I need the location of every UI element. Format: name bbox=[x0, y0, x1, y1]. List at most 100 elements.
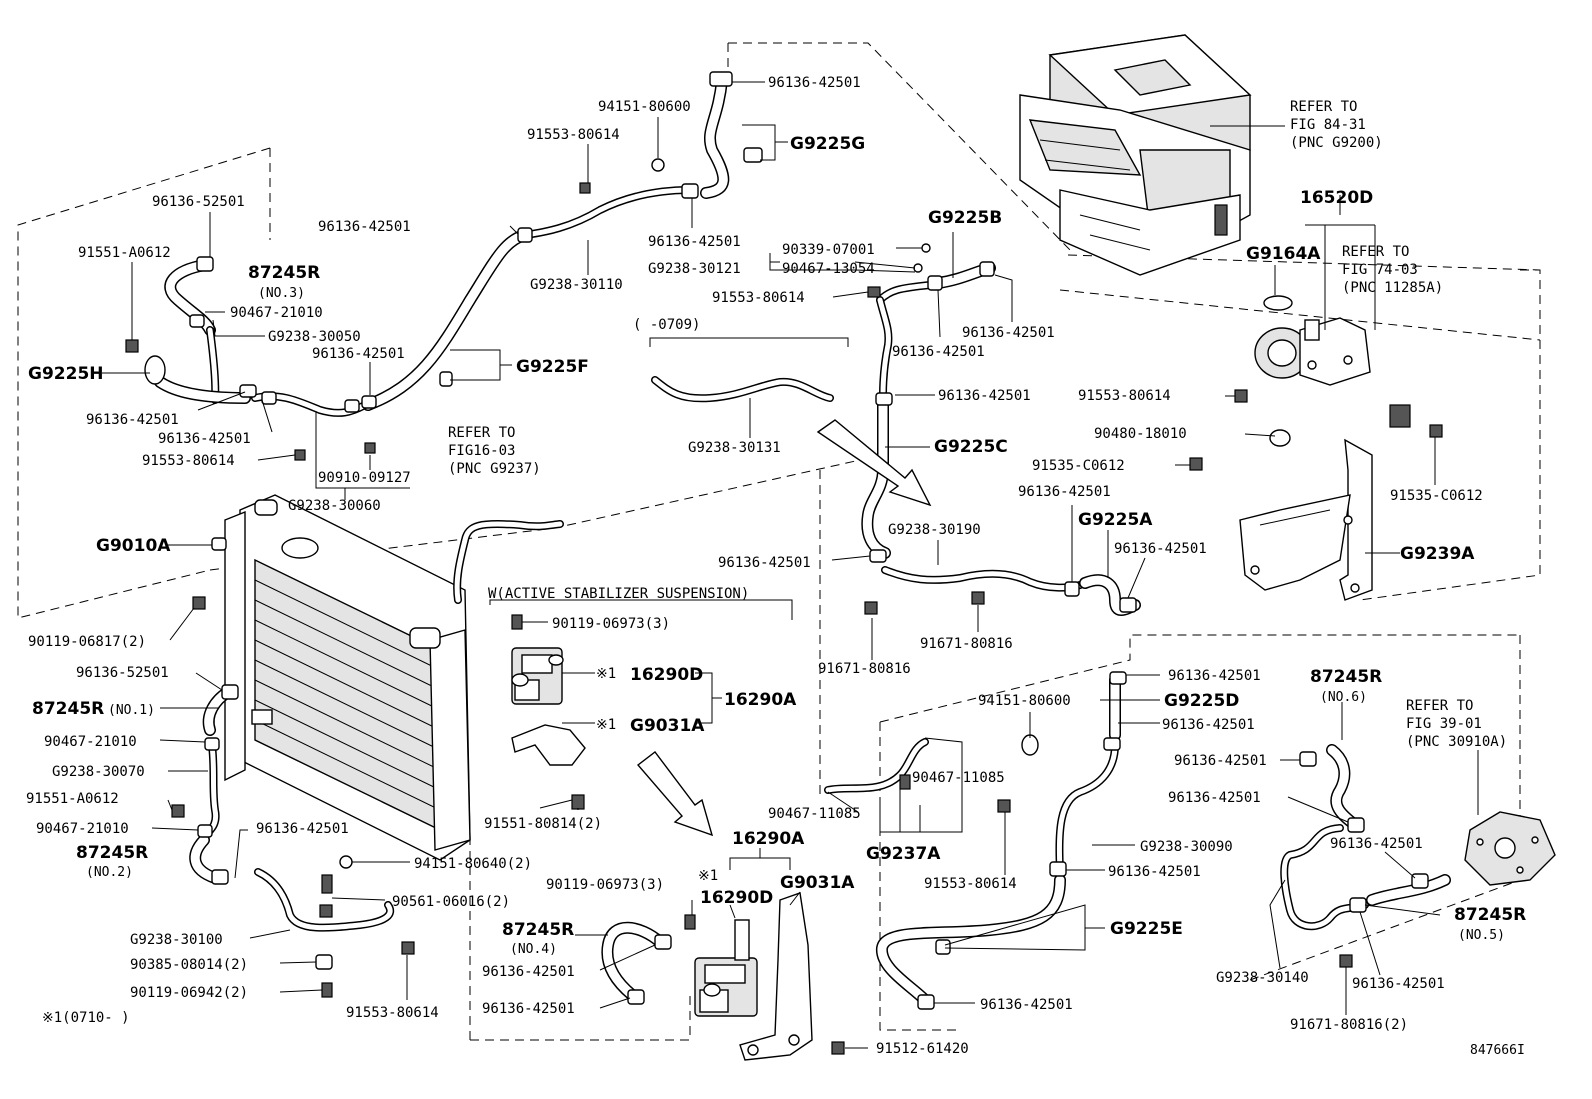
label-g9031a[interactable]: G9031A bbox=[630, 716, 705, 736]
label-g9239a[interactable]: G9239A bbox=[1400, 544, 1475, 564]
label-90480-18010[interactable]: 90480-18010 bbox=[1094, 426, 1187, 442]
label-g9225d[interactable]: G9225D bbox=[1164, 691, 1239, 711]
label-g9225f[interactable]: G9225F bbox=[516, 357, 589, 377]
label-g9238-30050[interactable]: G9238-30050 bbox=[268, 329, 361, 345]
label-90910-09127[interactable]: 90910-09127 bbox=[318, 470, 411, 486]
label-91512-61420[interactable]: 91512-61420 bbox=[876, 1041, 969, 1057]
label-91553-80614[interactable]: 91553-80614 bbox=[1078, 388, 1171, 404]
label-g9238-30140[interactable]: G9238-30140 bbox=[1216, 970, 1309, 986]
label-94151-80600[interactable]: 94151-80600 bbox=[978, 693, 1071, 709]
label-90467-11085[interactable]: 90467-11085 bbox=[768, 806, 861, 822]
label-96136-42501[interactable]: 96136-42501 bbox=[768, 75, 861, 91]
label-96136-42501[interactable]: 96136-42501 bbox=[256, 821, 349, 837]
label-g9238-30070[interactable]: G9238-30070 bbox=[52, 764, 145, 780]
label-87245r-no5[interactable]: 87245R bbox=[1454, 905, 1526, 925]
label-g9225g[interactable]: G9225G bbox=[790, 134, 865, 154]
label-91551-a0612[interactable]: 91551-A0612 bbox=[26, 791, 119, 807]
radiator-g9010a[interactable] bbox=[224, 494, 471, 861]
label-96136-42501[interactable]: 96136-42501 bbox=[312, 346, 405, 362]
label-91671-80816[interactable]: 91671-80816 bbox=[920, 636, 1013, 652]
label-91535-c0612[interactable]: 91535-C0612 bbox=[1032, 458, 1125, 474]
label-90561-06016[interactable]: 90561-06016(2) bbox=[392, 894, 510, 910]
label-g9238-30090[interactable]: G9238-30090 bbox=[1140, 839, 1233, 855]
label-90119-06973[interactable]: 90119-06973(3) bbox=[546, 877, 664, 893]
label-g9238-30060[interactable]: G9238-30060 bbox=[288, 498, 381, 514]
label-g9238-30100[interactable]: G9238-30100 bbox=[130, 932, 223, 948]
label-90119-06973[interactable]: 90119-06973(3) bbox=[552, 616, 670, 632]
housing-30910a[interactable] bbox=[1464, 811, 1556, 886]
label-90339-07001[interactable]: 90339-07001 bbox=[782, 242, 875, 258]
label-96136-42501[interactable]: 96136-42501 bbox=[980, 997, 1073, 1013]
label-87245r-no2[interactable]: 87245R bbox=[76, 843, 148, 863]
label-87245r-no6[interactable]: 87245R bbox=[1310, 667, 1382, 687]
label-96136-42501[interactable]: 96136-42501 bbox=[158, 431, 251, 447]
label-91553-80614[interactable]: 91553-80614 bbox=[712, 290, 805, 306]
label-96136-42501[interactable]: 96136-42501 bbox=[1168, 668, 1261, 684]
label-96136-42501[interactable]: 96136-42501 bbox=[892, 344, 985, 360]
label-g9225h[interactable]: G9225H bbox=[28, 364, 104, 384]
label-94151-80640[interactable]: 94151-80640(2) bbox=[414, 856, 532, 872]
label-16290a[interactable]: 16290A bbox=[732, 829, 805, 849]
label-96136-42501[interactable]: 96136-42501 bbox=[648, 234, 741, 250]
label-91553-80614[interactable]: 91553-80614 bbox=[346, 1005, 439, 1021]
electric-water-pump-lower[interactable] bbox=[694, 892, 813, 1061]
label-g9164a[interactable]: G9164A bbox=[1246, 244, 1321, 264]
inverter-assembly[interactable] bbox=[1019, 34, 1285, 276]
label-94151-80600[interactable]: 94151-80600 bbox=[598, 99, 691, 115]
label-91551-a0612[interactable]: 91551-A0612 bbox=[78, 245, 171, 261]
label-91671-80816[interactable]: 91671-80816(2) bbox=[1290, 1017, 1408, 1033]
label-96136-42501[interactable]: 96136-42501 bbox=[1330, 836, 1423, 852]
label-96136-42501[interactable]: 96136-42501 bbox=[962, 325, 1055, 341]
label-90467-21010[interactable]: 90467-21010 bbox=[230, 305, 323, 321]
label-96136-52501[interactable]: 96136-52501 bbox=[152, 194, 245, 210]
label-90119-06817[interactable]: 90119-06817(2) bbox=[28, 634, 146, 650]
label-96136-42501[interactable]: 96136-42501 bbox=[1352, 976, 1445, 992]
label-g9238-30110[interactable]: G9238-30110 bbox=[530, 277, 623, 293]
label-96136-42501[interactable]: 96136-42501 bbox=[1162, 717, 1255, 733]
label-90119-06942[interactable]: 90119-06942(2) bbox=[130, 985, 248, 1001]
label-16290d[interactable]: 16290D bbox=[700, 888, 773, 908]
label-90467-21010[interactable]: 90467-21010 bbox=[36, 821, 129, 837]
label-91553-80614[interactable]: 91553-80614 bbox=[527, 127, 620, 143]
label-g9225c[interactable]: G9225C bbox=[934, 437, 1008, 457]
label-g9010a[interactable]: G9010A bbox=[96, 536, 171, 556]
label-87245r-no3[interactable]: 87245R bbox=[248, 263, 320, 283]
label-16520d[interactable]: 16520D bbox=[1300, 188, 1373, 208]
label-96136-42501[interactable]: 96136-42501 bbox=[1018, 484, 1111, 500]
label-g9225a[interactable]: G9225A bbox=[1078, 510, 1153, 530]
label-87245r-no1[interactable]: 87245R bbox=[32, 699, 104, 719]
label-91551-80814[interactable]: 91551-80814(2) bbox=[484, 816, 602, 832]
label-g9225e[interactable]: G9225E bbox=[1110, 919, 1183, 939]
label-g9031a[interactable]: G9031A bbox=[780, 873, 855, 893]
label-91553-80614[interactable]: 91553-80614 bbox=[142, 453, 235, 469]
label-96136-42501[interactable]: 96136-42501 bbox=[718, 555, 811, 571]
label-96136-42501[interactable]: 96136-42501 bbox=[482, 1001, 575, 1017]
label-g9238-30121[interactable]: G9238-30121 bbox=[648, 261, 741, 277]
label-16290d[interactable]: 16290D bbox=[630, 665, 703, 685]
label-96136-42501[interactable]: 96136-42501 bbox=[1114, 541, 1207, 557]
electric-water-pump-upper[interactable] bbox=[511, 647, 586, 766]
label-g9237a[interactable]: G9237A bbox=[866, 844, 941, 864]
label-96136-42501[interactable]: 96136-42501 bbox=[1174, 753, 1267, 769]
label-87245r-no4[interactable]: 87245R bbox=[502, 920, 574, 940]
label-91553-80614[interactable]: 91553-80614 bbox=[924, 876, 1017, 892]
label-96136-42501[interactable]: 96136-42501 bbox=[1168, 790, 1261, 806]
water-pump-16520d[interactable] bbox=[1254, 224, 1411, 428]
label-16290a[interactable]: 16290A bbox=[724, 690, 797, 710]
label-91671-80816[interactable]: 91671-80816 bbox=[818, 661, 911, 677]
label-90467-13054[interactable]: 90467-13054 bbox=[782, 261, 875, 277]
label-96136-52501[interactable]: 96136-52501 bbox=[76, 665, 169, 681]
label-90385-08014[interactable]: 90385-08014(2) bbox=[130, 957, 248, 973]
label-g9238-30190[interactable]: G9238-30190 bbox=[888, 522, 981, 538]
label-96136-42501[interactable]: 96136-42501 bbox=[1108, 864, 1201, 880]
label-90467-11085[interactable]: 90467-11085 bbox=[912, 770, 1005, 786]
label-96136-42501[interactable]: 96136-42501 bbox=[318, 219, 411, 235]
label-91535-c0612[interactable]: 91535-C0612 bbox=[1390, 488, 1483, 504]
bracket-g9239a[interactable] bbox=[1239, 438, 1400, 601]
label-96136-42501[interactable]: 96136-42501 bbox=[938, 388, 1031, 404]
label-90467-21010[interactable]: 90467-21010 bbox=[44, 734, 137, 750]
label-96136-42501[interactable]: 96136-42501 bbox=[86, 412, 179, 428]
label-g9225b[interactable]: G9225B bbox=[928, 208, 1002, 228]
label-g9238-30131[interactable]: G9238-30131 bbox=[688, 440, 781, 456]
label-96136-42501[interactable]: 96136-42501 bbox=[482, 964, 575, 980]
